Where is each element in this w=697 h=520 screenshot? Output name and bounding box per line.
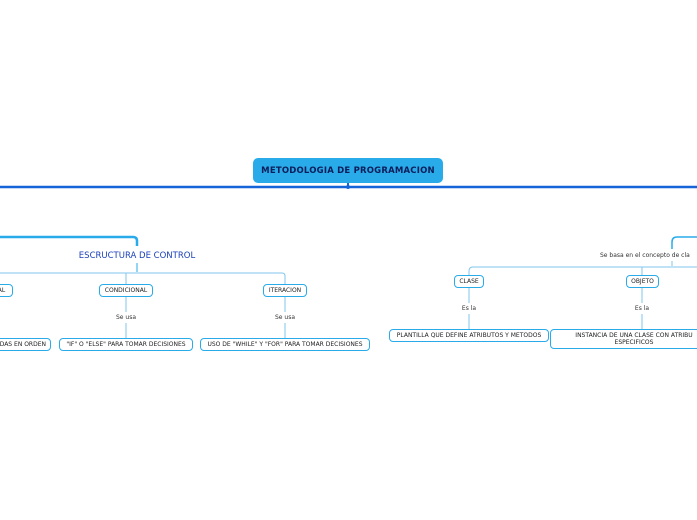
root-node[interactable]: METODOLOGIA DE PROGRAMACION bbox=[253, 158, 443, 183]
left-branch-line bbox=[0, 235, 139, 246]
node-condicional-detail[interactable]: "IF" O "ELSE" PARA TOMAR DECISIONES bbox=[59, 338, 193, 351]
left-children-bar bbox=[0, 272, 286, 284]
node-clase[interactable]: CLASE bbox=[454, 275, 484, 288]
node-clase-detail[interactable]: PLANTILLA QUE DEFINE ATRIBUTOS Y METODOS bbox=[389, 329, 549, 342]
node-secuencial[interactable]: AL bbox=[0, 284, 13, 297]
connector-label-iteracion: Se usa bbox=[267, 312, 303, 323]
node-secuencial-detail[interactable]: DAS EN ORDEN bbox=[0, 338, 51, 351]
node-iteracion[interactable]: ITERACION bbox=[263, 284, 307, 297]
node-objeto[interactable]: OBJETO bbox=[626, 275, 659, 288]
node-objeto-detail[interactable]: INSTANCIA DE UNA CLASE CON ATRIBU ESPECI… bbox=[550, 329, 697, 349]
topic-estructura-de-control[interactable]: ESCRUCTURA DE CONTROL bbox=[78, 251, 196, 261]
root-anchor-dot bbox=[346, 185, 350, 189]
connector-label-objeto: Es la bbox=[624, 303, 660, 314]
node-condicional[interactable]: CONDICIONAL bbox=[99, 284, 153, 297]
connector-label-poo: Se basa en el concepto de cla bbox=[600, 249, 697, 261]
connector-label-clase: Es la bbox=[454, 303, 484, 314]
connector-label-condicional: Se usa bbox=[108, 312, 144, 323]
node-iteracion-detail[interactable]: USO DE "WHILE" Y "FOR" PARA TOMAR DECISI… bbox=[200, 338, 370, 351]
right-branch-line bbox=[671, 236, 697, 249]
right-children-bar bbox=[468, 266, 697, 275]
